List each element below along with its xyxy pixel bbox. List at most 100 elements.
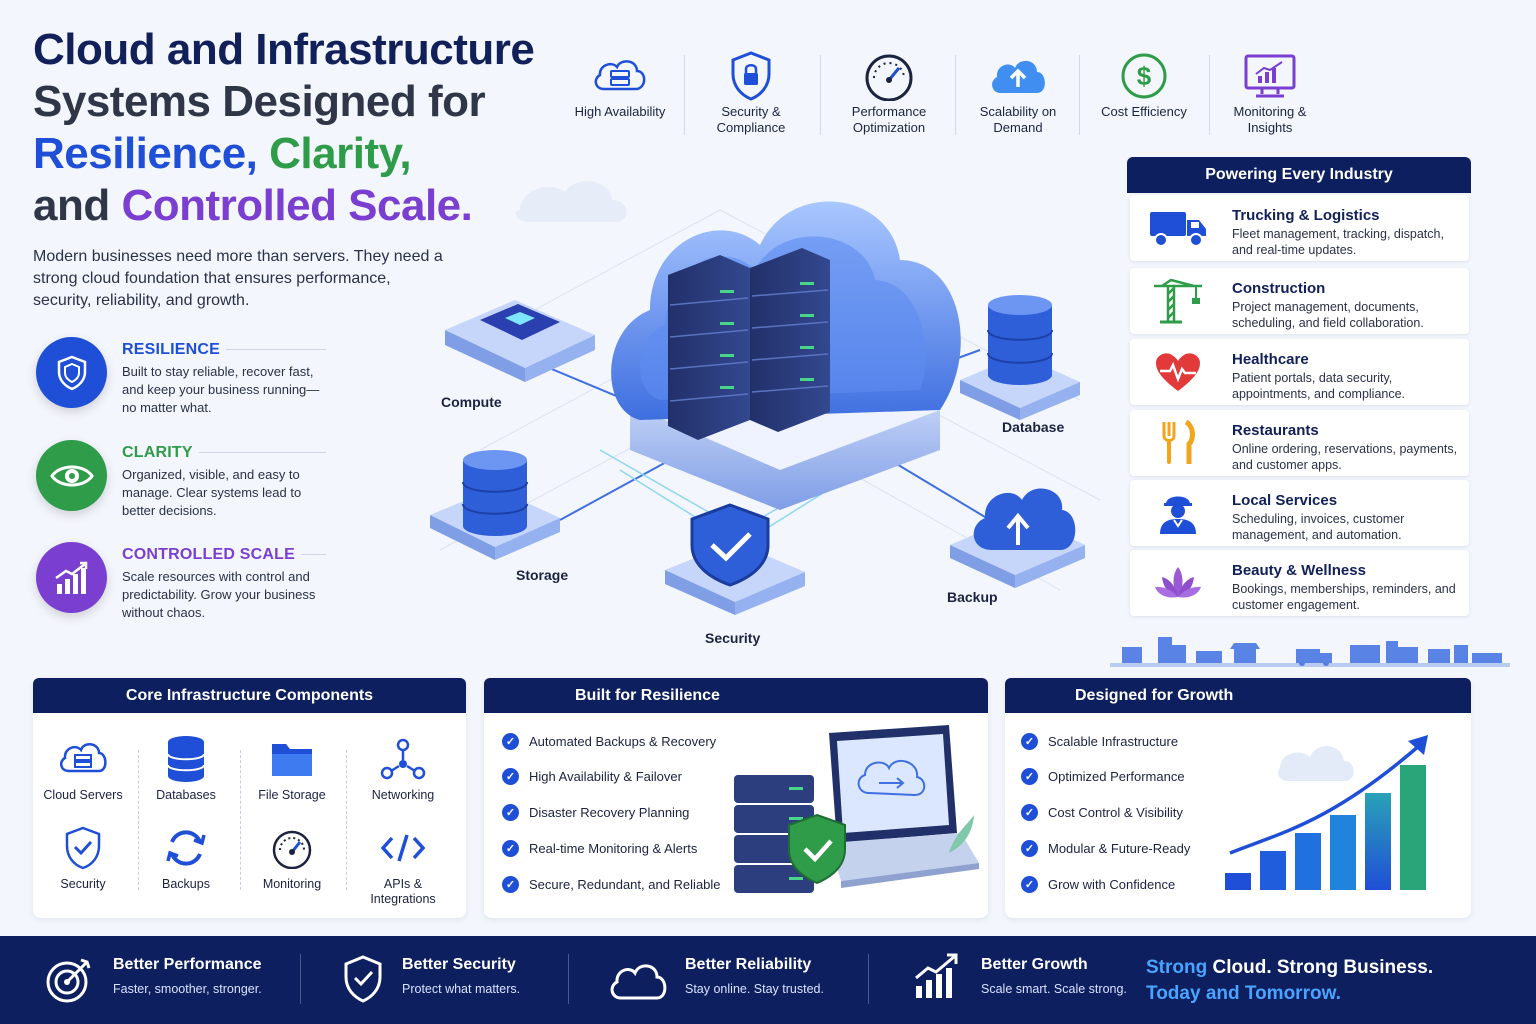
core-components-card: Core Infrastructure Components Cloud Ser…: [33, 678, 466, 918]
footer-item-growth: Better Growth Scale smart. Scale strong.: [913, 950, 1143, 1010]
growth-chart-icon: [913, 952, 963, 1007]
growth-card: Designed for Growth ✓Scalable Infrastruc…: [1005, 678, 1471, 918]
pillar-title: CONTROLLED SCALE: [122, 546, 301, 564]
lock-shield-icon: [691, 48, 811, 104]
worker-icon: [1144, 490, 1212, 536]
footer-item-reliability: Better Reliability Stay online. Stay tru…: [607, 950, 857, 1010]
feature-label: Security & Compliance: [716, 104, 786, 135]
server-rack-icon: [668, 248, 830, 440]
pillar-resilience: RESILIENCE Built to stay reliable, recov…: [36, 337, 326, 417]
component-label: Networking: [371, 788, 435, 802]
component-backups: Backups: [136, 823, 236, 892]
industry-title: Local Services: [1232, 492, 1338, 509]
cloud-server-icon: [33, 734, 133, 784]
feature-label: Performance Optimization: [851, 104, 927, 135]
footer-item-title: Better Growth: [981, 956, 1088, 973]
footer-item-desc: Stay online. Stay trusted.: [685, 982, 824, 996]
footer-item-title: Better Reliability: [685, 956, 812, 973]
growth-item: ✓Grow with Confidence: [1021, 876, 1175, 893]
city-skyline-icon: [1110, 637, 1510, 667]
cloud-icon: [607, 960, 669, 1007]
industry-title: Beauty & Wellness: [1232, 562, 1366, 579]
refresh-icon: [136, 823, 236, 873]
diagram-label-compute: Compute: [441, 394, 502, 410]
chip-icon: [445, 300, 595, 382]
pillar-desc: Built to stay reliable, recover fast, an…: [122, 364, 320, 415]
diagram-label-database: Database: [1002, 419, 1065, 435]
tagline-line2: Today and Tomorrow.: [1146, 983, 1341, 1004]
growth-item: ✓Scalable Infrastructure: [1021, 733, 1178, 750]
hero-title-line1: Cloud and Infrastructure: [33, 25, 535, 74]
component-databases: Databases: [136, 734, 236, 803]
component-label: Security: [60, 877, 106, 891]
diagram-label-storage: Storage: [516, 567, 569, 583]
industry-title: Restaurants: [1232, 422, 1319, 439]
svg-text:$: $: [1137, 61, 1152, 91]
footer-item-security: Better Security Protect what matters.: [334, 950, 564, 1010]
feature-label: Monitoring & Insights: [1233, 104, 1307, 135]
industry-row-construction: Construction Project management, documen…: [1130, 268, 1469, 334]
fork-knife-icon: [1144, 420, 1212, 466]
resilience-item: ✓High Availability & Failover: [502, 768, 682, 785]
footer-item-title: Better Security: [402, 956, 516, 973]
industry-title: Construction: [1232, 280, 1326, 297]
footer-bar: [0, 936, 1536, 1024]
industry-desc: Online ordering, reservations, payments,…: [1232, 442, 1458, 472]
gauge-icon: [242, 823, 342, 873]
pillar-scale: CONTROLLED SCALE Scale resources with co…: [36, 542, 326, 622]
hero-intro: Modern businesses need more than servers…: [33, 248, 443, 309]
feature-performance: Performance Optimization: [829, 48, 949, 136]
hero-title-line2: Systems Designed for: [33, 77, 486, 126]
resilience-item: ✓Disaster Recovery Planning: [502, 804, 689, 821]
industry-title: Healthcare: [1232, 351, 1309, 368]
footer-item-desc: Scale smart. Scale strong.: [981, 982, 1127, 996]
industries-title: Powering Every Industry: [1127, 157, 1471, 193]
industry-desc: Fleet management, tracking, dispatch, an…: [1232, 227, 1444, 257]
industry-desc: Project management, documents, schedulin…: [1232, 300, 1424, 330]
growth-item: ✓Modular & Future-Ready: [1021, 840, 1190, 857]
diagram-label-security: Security: [705, 630, 761, 646]
pillar-title: CLARITY: [122, 444, 199, 462]
component-monitoring: Monitoring: [242, 823, 342, 892]
crane-icon: [1144, 278, 1212, 324]
resilience-item: ✓Secure, Redundant, and Reliable: [502, 876, 721, 893]
pillar-title: RESILIENCE: [122, 341, 227, 359]
industry-title: Trucking & Logistics: [1232, 207, 1380, 224]
code-icon: [353, 823, 453, 873]
pillar-clarity: CLARITY Organized, visible, and easy to …: [36, 440, 326, 520]
component-label: APIs & Integrations: [370, 877, 436, 906]
target-icon: [45, 956, 93, 1009]
feature-label: High Availability: [574, 104, 666, 119]
pillar-desc: Organized, visible, and easy to manage. …: [122, 467, 302, 518]
feature-label: Cost Efficiency: [1101, 104, 1187, 119]
component-networking: Networking: [353, 734, 453, 803]
hero-title-and: and: [33, 181, 110, 230]
feature-monitoring: Monitoring & Insights: [1210, 48, 1330, 136]
industry-row-trucking: Trucking & Logistics Fleet management, t…: [1130, 195, 1469, 261]
resilience-card: Built for Resilience ✓Automated Backups …: [484, 678, 988, 918]
infrastructure-diagram: [430, 181, 1101, 615]
eye-icon: [36, 440, 107, 511]
network-icon: [353, 734, 453, 784]
component-label: Databases: [156, 788, 216, 802]
industry-row-restaurants: Restaurants Online ordering, reservation…: [1130, 410, 1469, 476]
shield-check-icon: [33, 823, 133, 873]
component-label: File Storage: [258, 788, 326, 802]
footer-item-desc: Protect what matters.: [402, 982, 521, 996]
dollar-icon: $: [1084, 48, 1204, 104]
tagline-highlight: Strong: [1146, 957, 1208, 978]
heart-pulse-icon: [1144, 349, 1212, 395]
shield-icon: [36, 337, 107, 408]
industry-desc: Scheduling, invoices, customer managemen…: [1232, 512, 1405, 542]
backup-cloud-icon: [950, 488, 1085, 588]
footer-item-title: Better Performance: [113, 956, 262, 973]
database-icon: [136, 734, 236, 784]
resilience-title: Built for Resilience: [484, 678, 988, 713]
hero-title-resilience: Resilience,: [33, 129, 258, 178]
growth-title: Designed for Growth: [1005, 678, 1471, 713]
laptop-server-illustration: [734, 725, 979, 893]
monitor-chart-icon: [1210, 48, 1330, 104]
component-security: Security: [33, 823, 133, 892]
feature-high-availability: High Availability: [560, 48, 680, 120]
component-label: Monitoring: [262, 877, 322, 891]
